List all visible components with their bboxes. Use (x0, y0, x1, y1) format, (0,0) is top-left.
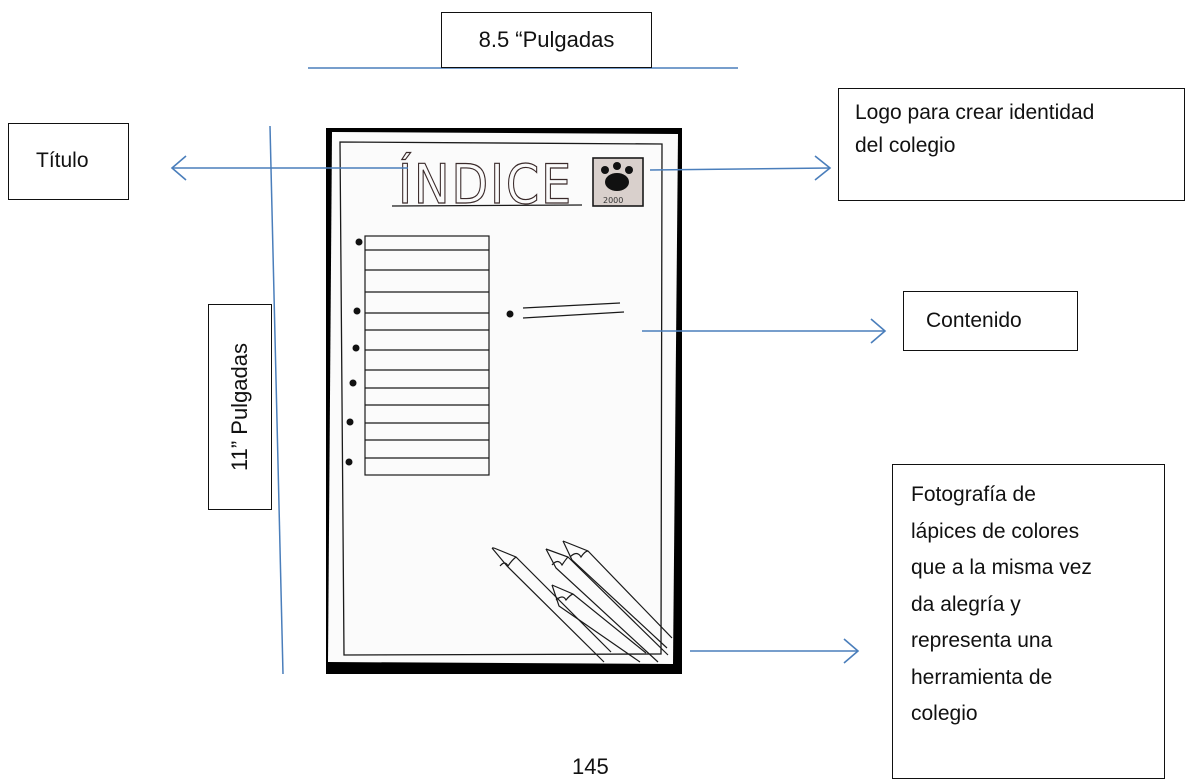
height-label: 11” Pulgadas (227, 342, 252, 472)
sketch-logo: 2000 (592, 157, 644, 207)
photo-label-line: Fotografía de (911, 483, 1036, 506)
height-dimension-line (269, 125, 284, 675)
width-label: 8.5 “Pulgadas (478, 26, 615, 52)
content-label-box: Contenido (903, 291, 1078, 351)
logo-label-line-1: Logo para crear identidad (855, 101, 1095, 124)
content-label: Contenido (926, 308, 1022, 332)
sketch-bullets (345, 238, 514, 466)
logo-label-box: Logo para crear identidad del colegio (838, 88, 1185, 201)
sketch-content-list (364, 235, 490, 476)
title-label-box: Título (8, 123, 129, 200)
sketch-photo: ÍNDICE 2000 (326, 128, 682, 674)
title-arrow (170, 155, 408, 181)
height-label-box: 11” Pulgadas (208, 304, 272, 510)
paw-icon (605, 173, 629, 191)
sketch-page-border (339, 141, 663, 656)
sketch-side-lines (522, 302, 625, 319)
photo-label-line: herramienta de (911, 665, 1053, 689)
content-arrow (642, 318, 887, 344)
sketch-heading: ÍNDICE (398, 153, 573, 216)
photo-label-line: que a la misma vez (911, 556, 1092, 579)
photo-label-line: lápices de colores (911, 519, 1080, 543)
logo-label-line-2: del colegio (855, 133, 956, 157)
photo-label-line: representa una (911, 629, 1053, 652)
sketch-logo-caption: 2000 (603, 196, 623, 205)
photo-label-box: Fotografía de lápices de colores que a l… (892, 464, 1165, 779)
pencil-icon (545, 548, 669, 663)
bullet-icon (355, 238, 363, 246)
title-label: Título (36, 149, 89, 173)
bullet-icon (352, 344, 360, 352)
bullet-icon (506, 310, 514, 318)
page-number: 145 (572, 754, 609, 779)
arrows (170, 155, 887, 664)
photo-arrow (690, 638, 860, 664)
bullet-icon (345, 458, 353, 466)
logo-arrow (649, 155, 832, 181)
pencil-icon (562, 540, 673, 649)
bullet-icon (353, 307, 361, 315)
pencil-icon (551, 584, 647, 663)
width-label-box: 8.5 “Pulgadas (441, 12, 652, 68)
sketch-pencils (491, 540, 673, 663)
bullet-icon (346, 418, 354, 426)
bullet-icon (349, 379, 357, 387)
photo-label-line: da alegría y (911, 592, 1021, 616)
sketch-heading-underline (391, 204, 583, 207)
sketch-paper (328, 132, 678, 664)
photo-label-line: colegio (911, 702, 978, 725)
